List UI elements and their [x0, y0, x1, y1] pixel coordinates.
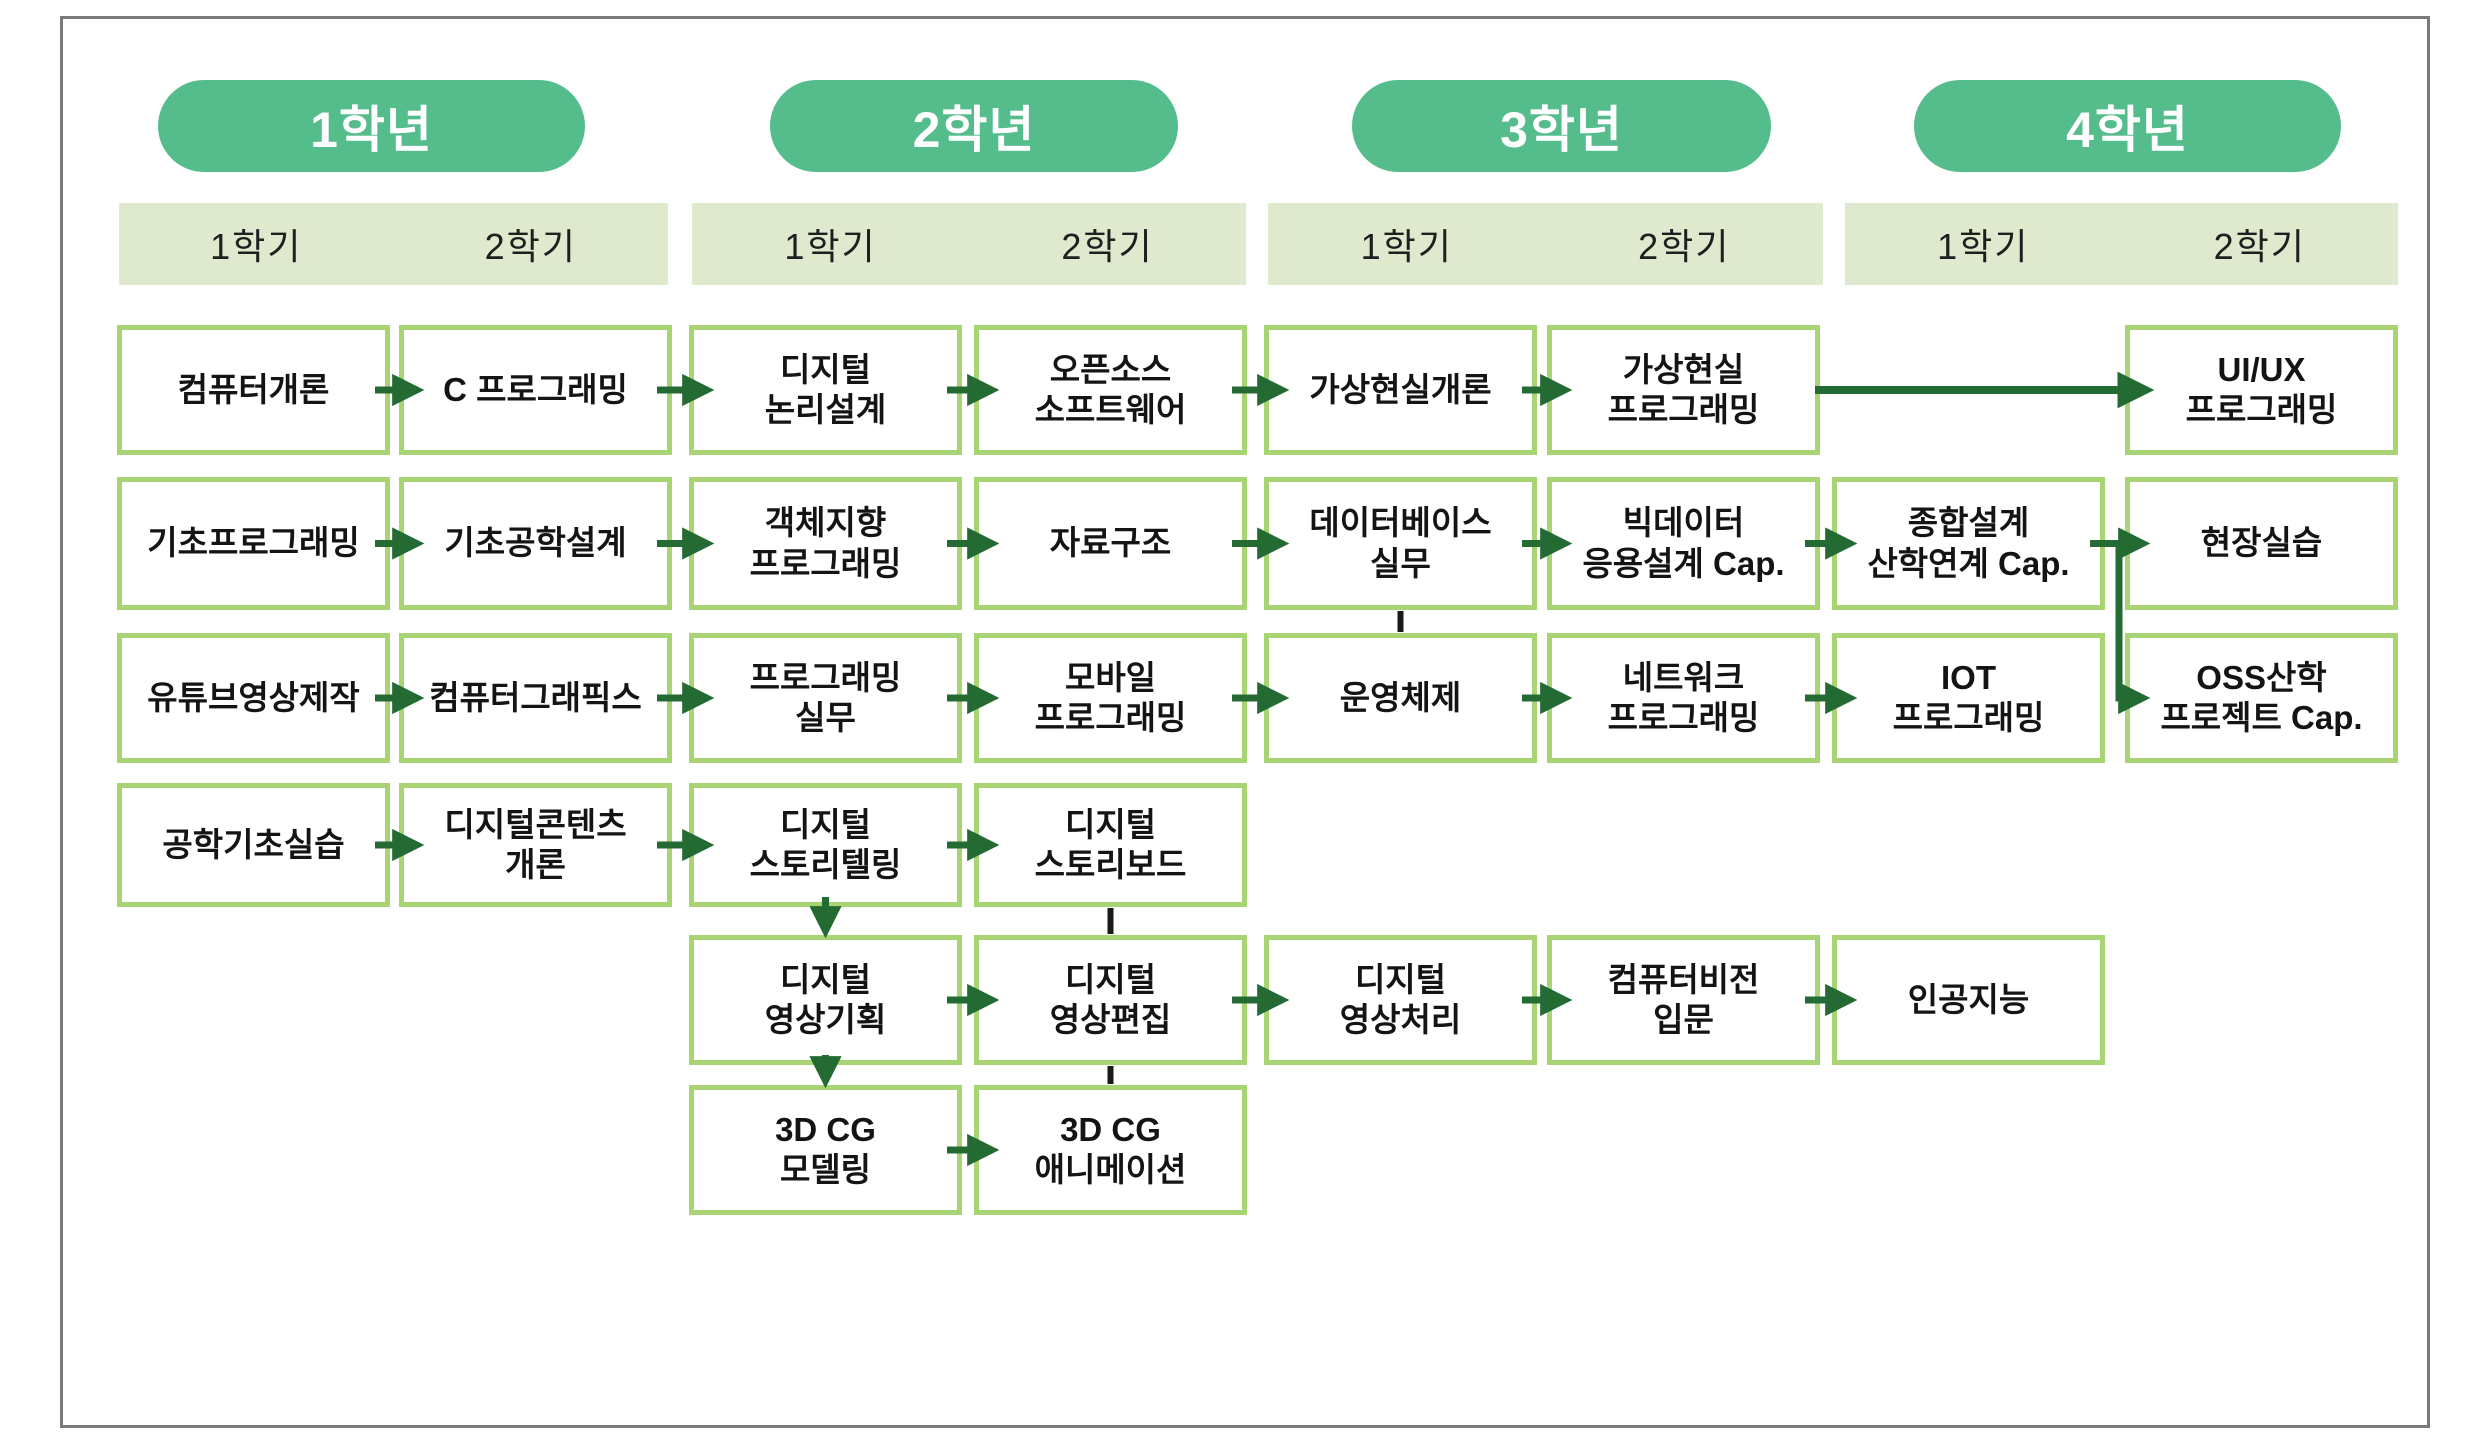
semester-label: 1학기: [784, 226, 877, 267]
course-box: 가상현실 프로그래밍: [1547, 325, 1820, 455]
semester-bar: 1학기 2학기: [119, 203, 668, 285]
course-box: 3D CG 모델링: [689, 1085, 962, 1215]
course-box: 모바일 프로그래밍: [974, 633, 1247, 763]
course-box: 가상현실개론: [1264, 325, 1537, 455]
year-pill: 4학년: [1914, 80, 2341, 172]
semester-label: 1학기: [1360, 226, 1453, 267]
course-label: 오픈소스 소프트웨어: [1034, 350, 1187, 428]
course-label: 디지털 영상기획: [764, 960, 887, 1038]
course-box: 오픈소스 소프트웨어: [974, 325, 1247, 455]
course-box: 디지털 논리설계: [689, 325, 962, 455]
course-box: 컴퓨터그래픽스: [399, 633, 672, 763]
course-box: 운영체제: [1264, 633, 1537, 763]
course-label: 현장실습: [2200, 524, 2323, 562]
semester-bar: 1학기 2학기: [692, 203, 1246, 285]
course-label: 3D CG 애니메이션: [1034, 1110, 1187, 1188]
course-box: 종합설계 산학연계 Cap.: [1832, 477, 2105, 610]
course-label: 기초공학설계: [444, 524, 627, 562]
course-box: 디지털 스토리텔링: [689, 783, 962, 907]
course-label: C 프로그래밍: [443, 370, 628, 408]
course-label: 종합설계 산학연계 Cap.: [1867, 504, 2070, 582]
course-label: 컴퓨터그래픽스: [429, 678, 642, 716]
course-box: 현장실습: [2125, 477, 2398, 610]
course-label: 운영체제: [1339, 678, 1462, 716]
semester-label: 1학기: [210, 226, 303, 267]
course-label: 자료구조: [1049, 524, 1172, 562]
course-label: 프로그래밍 실무: [749, 658, 902, 736]
course-label: OSS산학 프로젝트 Cap.: [2160, 658, 2363, 736]
course-box: 빅데이터 응용설계 Cap.: [1547, 477, 1820, 610]
course-box: 네트워크 프로그래밍: [1547, 633, 1820, 763]
course-label: 네트워크 프로그래밍: [1607, 658, 1760, 736]
course-box: 컴퓨터비전 입문: [1547, 935, 1820, 1065]
course-label: 인공지능: [1907, 980, 2030, 1018]
course-box: 디지털 영상기획: [689, 935, 962, 1065]
course-box: 디지털 스토리보드: [974, 783, 1247, 907]
course-box: 데이터베이스 실무: [1264, 477, 1537, 610]
course-box: OSS산학 프로젝트 Cap.: [2125, 633, 2398, 763]
course-label: 객체지향 프로그래밍: [749, 504, 902, 582]
course-label: UI/UX 프로그래밍: [2185, 350, 2338, 428]
course-label: 공학기초실습: [162, 825, 345, 863]
semester-label: 2학기: [484, 226, 577, 267]
course-box: 공학기초실습: [117, 783, 390, 907]
year-pill: 2학년: [770, 80, 1178, 172]
course-box: IOT 프로그래밍: [1832, 633, 2105, 763]
year-pill: 3학년: [1352, 80, 1771, 172]
course-box: UI/UX 프로그래밍: [2125, 325, 2398, 455]
course-box: 인공지능: [1832, 935, 2105, 1065]
course-label: 유튜브영상제작: [147, 678, 360, 716]
course-label: 모바일 프로그래밍: [1034, 658, 1187, 736]
course-label: 컴퓨터개론: [177, 370, 330, 408]
course-label: 디지털 스토리보드: [1034, 805, 1187, 883]
course-label: 디지털 영상처리: [1339, 960, 1462, 1038]
course-label: 기초프로그래밍: [147, 524, 360, 562]
semester-label: 1학기: [1937, 226, 2030, 267]
course-box: 유튜브영상제작: [117, 633, 390, 763]
semester-label: 2학기: [2213, 226, 2306, 267]
course-box: C 프로그래밍: [399, 325, 672, 455]
course-box: 디지털 영상편집: [974, 935, 1247, 1065]
course-label: 가상현실개론: [1309, 370, 1492, 408]
year-pill-label: 3학년: [1500, 102, 1623, 158]
course-box: 기초프로그래밍: [117, 477, 390, 610]
course-box: 컴퓨터개론: [117, 325, 390, 455]
year-pill-label: 2학년: [912, 102, 1036, 158]
semester-bar: 1학기 2학기: [1845, 203, 2398, 285]
year-pill-label: 1학년: [310, 102, 433, 158]
course-label: 디지털 논리설계: [764, 350, 887, 428]
course-box: 프로그래밍 실무: [689, 633, 962, 763]
course-label: 데이터베이스 실무: [1309, 504, 1492, 582]
course-label: 가상현실 프로그래밍: [1607, 350, 1760, 428]
semester-label: 2학기: [1638, 226, 1731, 267]
course-box: 자료구조: [974, 477, 1247, 610]
course-label: 컴퓨터비전 입문: [1607, 960, 1760, 1038]
course-box: 디지털 영상처리: [1264, 935, 1537, 1065]
course-label: IOT 프로그래밍: [1892, 658, 2045, 736]
course-label: 빅데이터 응용설계 Cap.: [1582, 504, 1785, 582]
year-pill-label: 4학년: [2066, 102, 2189, 158]
semester-bar: 1학기 2학기: [1268, 203, 1823, 285]
course-box: 디지털콘텐츠 개론: [399, 783, 672, 907]
course-box: 3D CG 애니메이션: [974, 1085, 1247, 1215]
course-box: 객체지향 프로그래밍: [689, 477, 962, 610]
course-label: 3D CG 모델링: [775, 1110, 876, 1188]
year-pill: 1학년: [158, 80, 585, 172]
course-label: 디지털 영상편집: [1049, 960, 1172, 1038]
course-label: 디지털 스토리텔링: [749, 805, 902, 883]
course-box: 기초공학설계: [399, 477, 672, 610]
semester-label: 2학기: [1061, 226, 1154, 267]
course-label: 디지털콘텐츠 개론: [444, 805, 627, 883]
